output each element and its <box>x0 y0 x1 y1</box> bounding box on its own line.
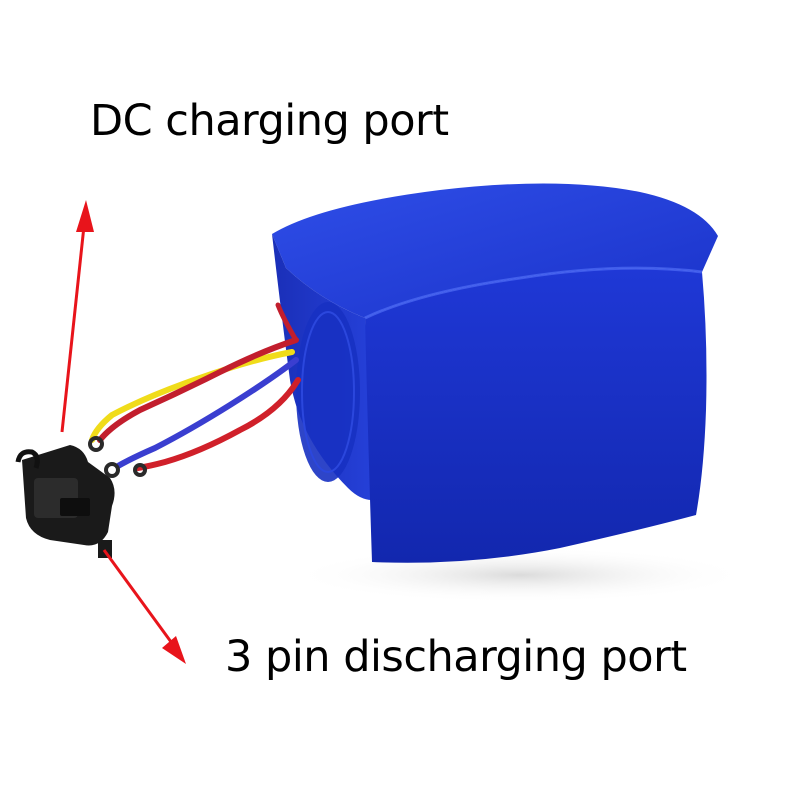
battery-edge-highlight <box>364 266 703 320</box>
arrow-up-head <box>76 200 94 232</box>
connector-tab <box>98 540 112 558</box>
wire-red-upper <box>97 337 299 443</box>
wire-blue <box>115 357 299 469</box>
battery-end-cap <box>296 302 360 482</box>
arrow-down-head <box>162 636 186 664</box>
connector-clip <box>15 449 40 469</box>
battery-end-cap-ring <box>301 311 355 473</box>
battery-shadow <box>290 547 750 603</box>
battery-pack <box>272 183 718 563</box>
connector <box>15 445 115 558</box>
dc-charging-port-label: DC charging port <box>90 96 449 146</box>
wires <box>89 302 301 471</box>
wire-red-tail <box>275 302 299 343</box>
battery-front-face <box>365 268 707 563</box>
connector-slot <box>60 498 90 516</box>
arrow-up-shaft <box>60 225 86 433</box>
discharging-port-label: 3 pin discharging port <box>225 632 687 682</box>
ring-terminals <box>88 436 147 478</box>
arrows <box>60 200 186 664</box>
battery-top-face <box>272 183 718 318</box>
wire-red-lower <box>135 377 301 471</box>
wire-yellow <box>89 349 295 443</box>
arrow-down-shaft <box>102 549 176 647</box>
